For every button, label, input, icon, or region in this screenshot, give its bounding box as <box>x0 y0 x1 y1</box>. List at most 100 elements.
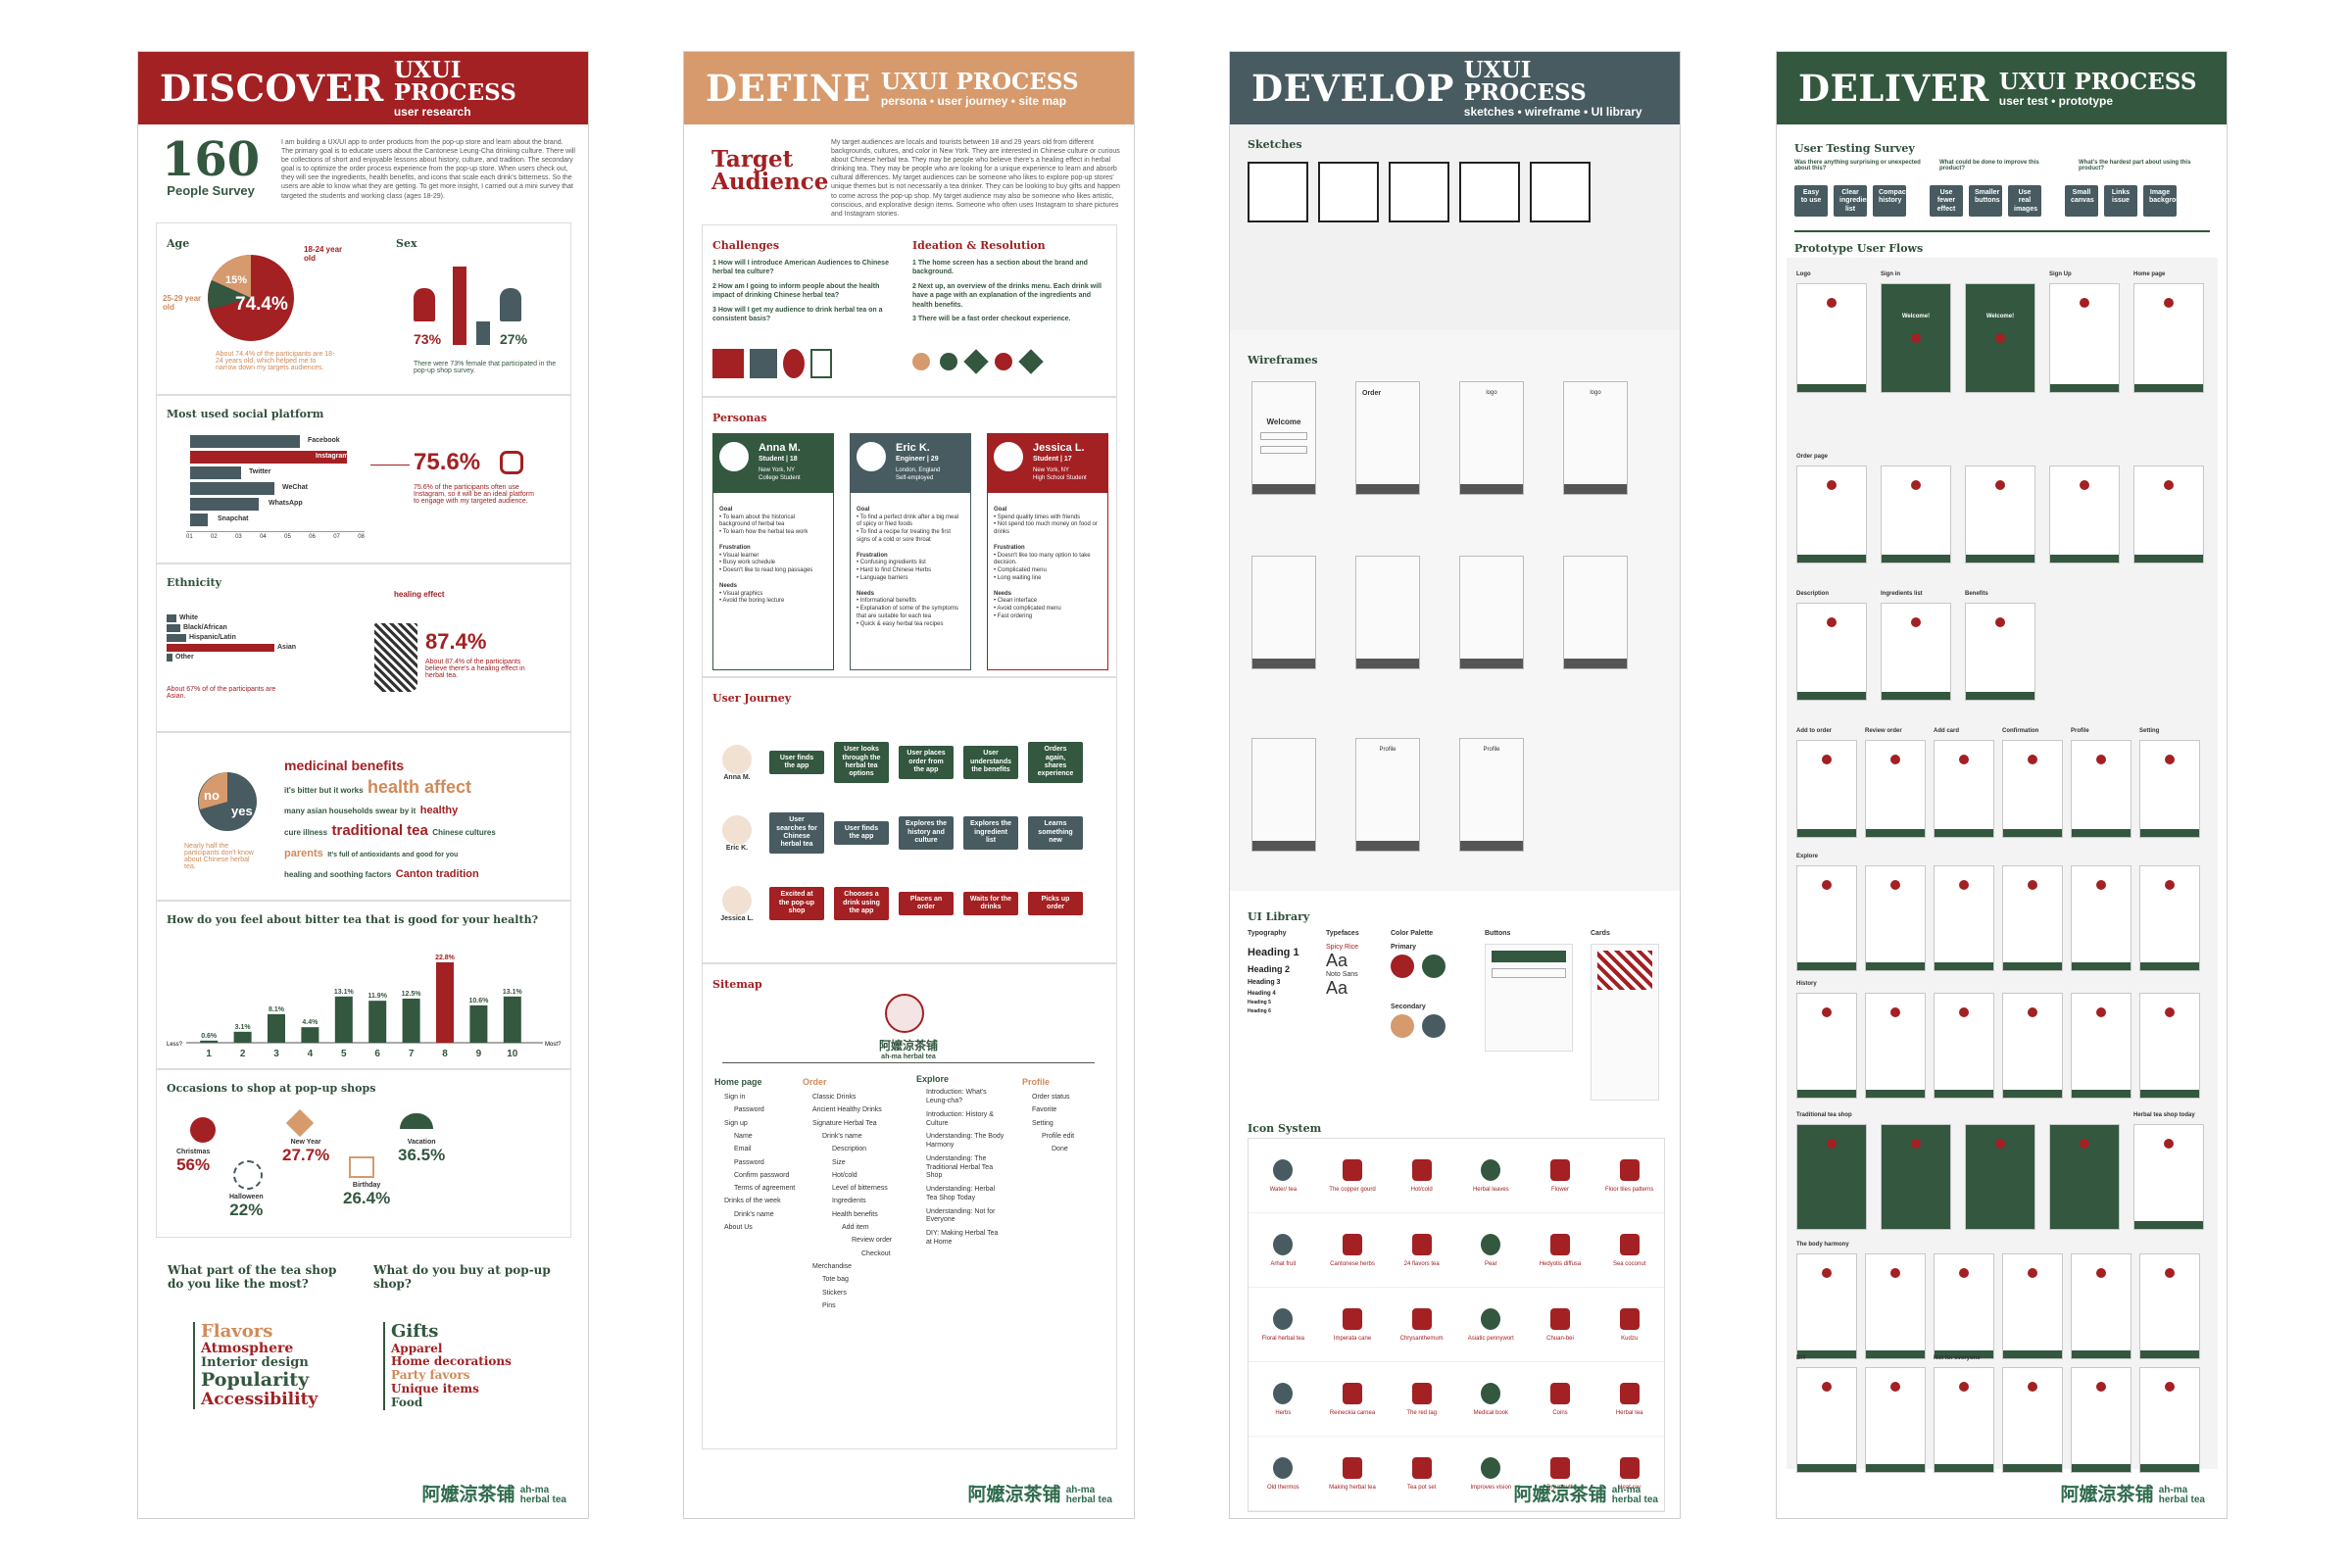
ui-typefaces-col: Typefaces <box>1326 930 1359 937</box>
sketches-title: Sketches <box>1248 138 1302 151</box>
flow-label: Benefits <box>1965 591 1988 597</box>
prototype-screen: Welcome! <box>1965 283 2035 393</box>
icon-label: Making herbal tea <box>1329 1484 1376 1491</box>
icon-label: Floral herbal tea <box>1261 1335 1304 1342</box>
prototype-screen <box>2071 1367 2132 1473</box>
flow-label: Setting <box>2139 728 2160 734</box>
welcome-text: Welcome! <box>1901 314 1931 319</box>
kudzu-icon <box>1619 1307 1640 1330</box>
tick-label: 8 <box>442 1049 448 1059</box>
avatar <box>1959 1268 1969 1278</box>
ethnicity-section: Ethnicity White Black/African Hispanic/L… <box>156 564 571 732</box>
tick-label: 5 <box>341 1049 347 1059</box>
avatar <box>2165 1268 2175 1278</box>
challenge-icons <box>712 349 832 378</box>
ui-typography-col: Typography <box>1248 930 1287 937</box>
age-note: About 74.4% of the participants are 18-2… <box>216 351 335 371</box>
knowledge-no: no <box>204 788 220 803</box>
avatar <box>2164 298 2174 308</box>
flow-label: Profile <box>2071 728 2089 734</box>
spiderweb-icon <box>233 1160 263 1190</box>
icon-label: Arhat fruit <box>1270 1260 1297 1267</box>
avatar <box>1890 1382 1900 1392</box>
prototype-screen <box>1934 1367 1994 1473</box>
ideation-title: Ideation & Resolution <box>912 239 1046 252</box>
prototype-screen <box>2133 283 2204 393</box>
social-section: Most used social platform Facebook Insta… <box>156 395 571 564</box>
avatar <box>2164 1139 2174 1149</box>
icon-label: Old thermos <box>1266 1484 1299 1491</box>
bar-3 <box>268 1013 285 1043</box>
flower-icon <box>1549 1158 1570 1181</box>
tick-label: 3 <box>273 1049 279 1059</box>
avatar <box>1911 617 1921 627</box>
sitemap-explore: Explore Introduction: What's Leung-cha?I… <box>916 1074 1004 1246</box>
personas-title: Personas <box>712 412 767 424</box>
avatar <box>2164 480 2174 490</box>
target-audience-text: My target audiences are locals and touri… <box>831 139 1120 218</box>
ethnicity-pct: 87.4% <box>425 629 487 654</box>
ideation-list: 1 The home screen has a section about th… <box>912 260 1102 323</box>
social-pct: 75.6% <box>414 449 481 475</box>
prototype-screen <box>2139 993 2200 1099</box>
avatar <box>2028 1382 2037 1392</box>
prototype-screen <box>2139 865 2200 971</box>
age-label-a: 18-24 year old <box>304 245 343 263</box>
prototype-screen <box>2139 1367 2200 1473</box>
avatar <box>2080 480 2089 490</box>
occ-halloween-pct: 22% <box>229 1200 264 1219</box>
flow-label: Review order <box>1865 728 1902 734</box>
gift-icon <box>349 1156 374 1178</box>
wireframe-order: Order <box>1355 381 1420 495</box>
cards-sample <box>1591 944 1659 1101</box>
age-sex-section: Age 15% 74.4% 18-24 year old 25-29 year … <box>156 222 571 395</box>
tick-label: 10 <box>507 1049 518 1059</box>
prototype-screen <box>1796 1253 1857 1359</box>
imperata-cane-icon <box>1342 1307 1362 1330</box>
icon-cell: Improves vision <box>1455 1437 1526 1511</box>
prototype-screen <box>2133 1124 2204 1230</box>
tea-pot-set-icon <box>1411 1456 1432 1479</box>
chuan-bei-icon <box>1549 1307 1570 1330</box>
prototype-screen <box>2049 283 2120 393</box>
prototype-screen <box>2049 466 2120 564</box>
icon-cell: Hot/cold <box>1387 1139 1456 1213</box>
knowledge-section: no yes Nearly half the participants don'… <box>156 732 571 901</box>
male-bar <box>476 321 490 345</box>
occ-christmas: Christmas <box>176 1149 211 1155</box>
bar-4 <box>301 1027 319 1043</box>
social-instagram: Instagram <box>316 453 349 460</box>
prototype-screen <box>1881 603 1951 701</box>
prototype-screen <box>1796 1124 1867 1230</box>
avatar <box>2096 880 2106 890</box>
prototype-screen <box>2139 1253 2200 1359</box>
icon-cell: Heat-ray <box>1594 1437 1664 1511</box>
ui-palette-col: Color Palette <box>1391 930 1434 937</box>
prototype-screen <box>2071 993 2132 1099</box>
social-bars <box>190 435 347 526</box>
sex-m: 27% <box>500 331 528 347</box>
flow-label: Sign Up <box>2049 271 2072 277</box>
flows-title: Prototype User Flows <box>1794 242 1924 255</box>
journey-rows: Anna M. User finds the app User looks th… <box>712 727 1114 939</box>
buy-list: Gifts Apparel Home decorations Party fav… <box>383 1321 512 1410</box>
prototype-screen <box>2133 466 2204 564</box>
icon-label: Floor tiles patterns <box>1604 1186 1654 1193</box>
sketch-frames <box>1248 162 1591 222</box>
wireframe-2b <box>1355 556 1420 669</box>
icon-label: Reineckia carnea <box>1329 1409 1376 1416</box>
survey-count: 160 <box>162 132 261 187</box>
prototype-screen <box>1796 1367 1857 1473</box>
icon-cell: Herbs <box>1249 1362 1318 1437</box>
bar-label: 12.5% <box>402 991 422 998</box>
sex-note: There were 73% female that participated … <box>414 361 557 374</box>
prototype-screen <box>1865 993 1926 1099</box>
define-sub1: UXUI PROCESS <box>880 68 1079 95</box>
